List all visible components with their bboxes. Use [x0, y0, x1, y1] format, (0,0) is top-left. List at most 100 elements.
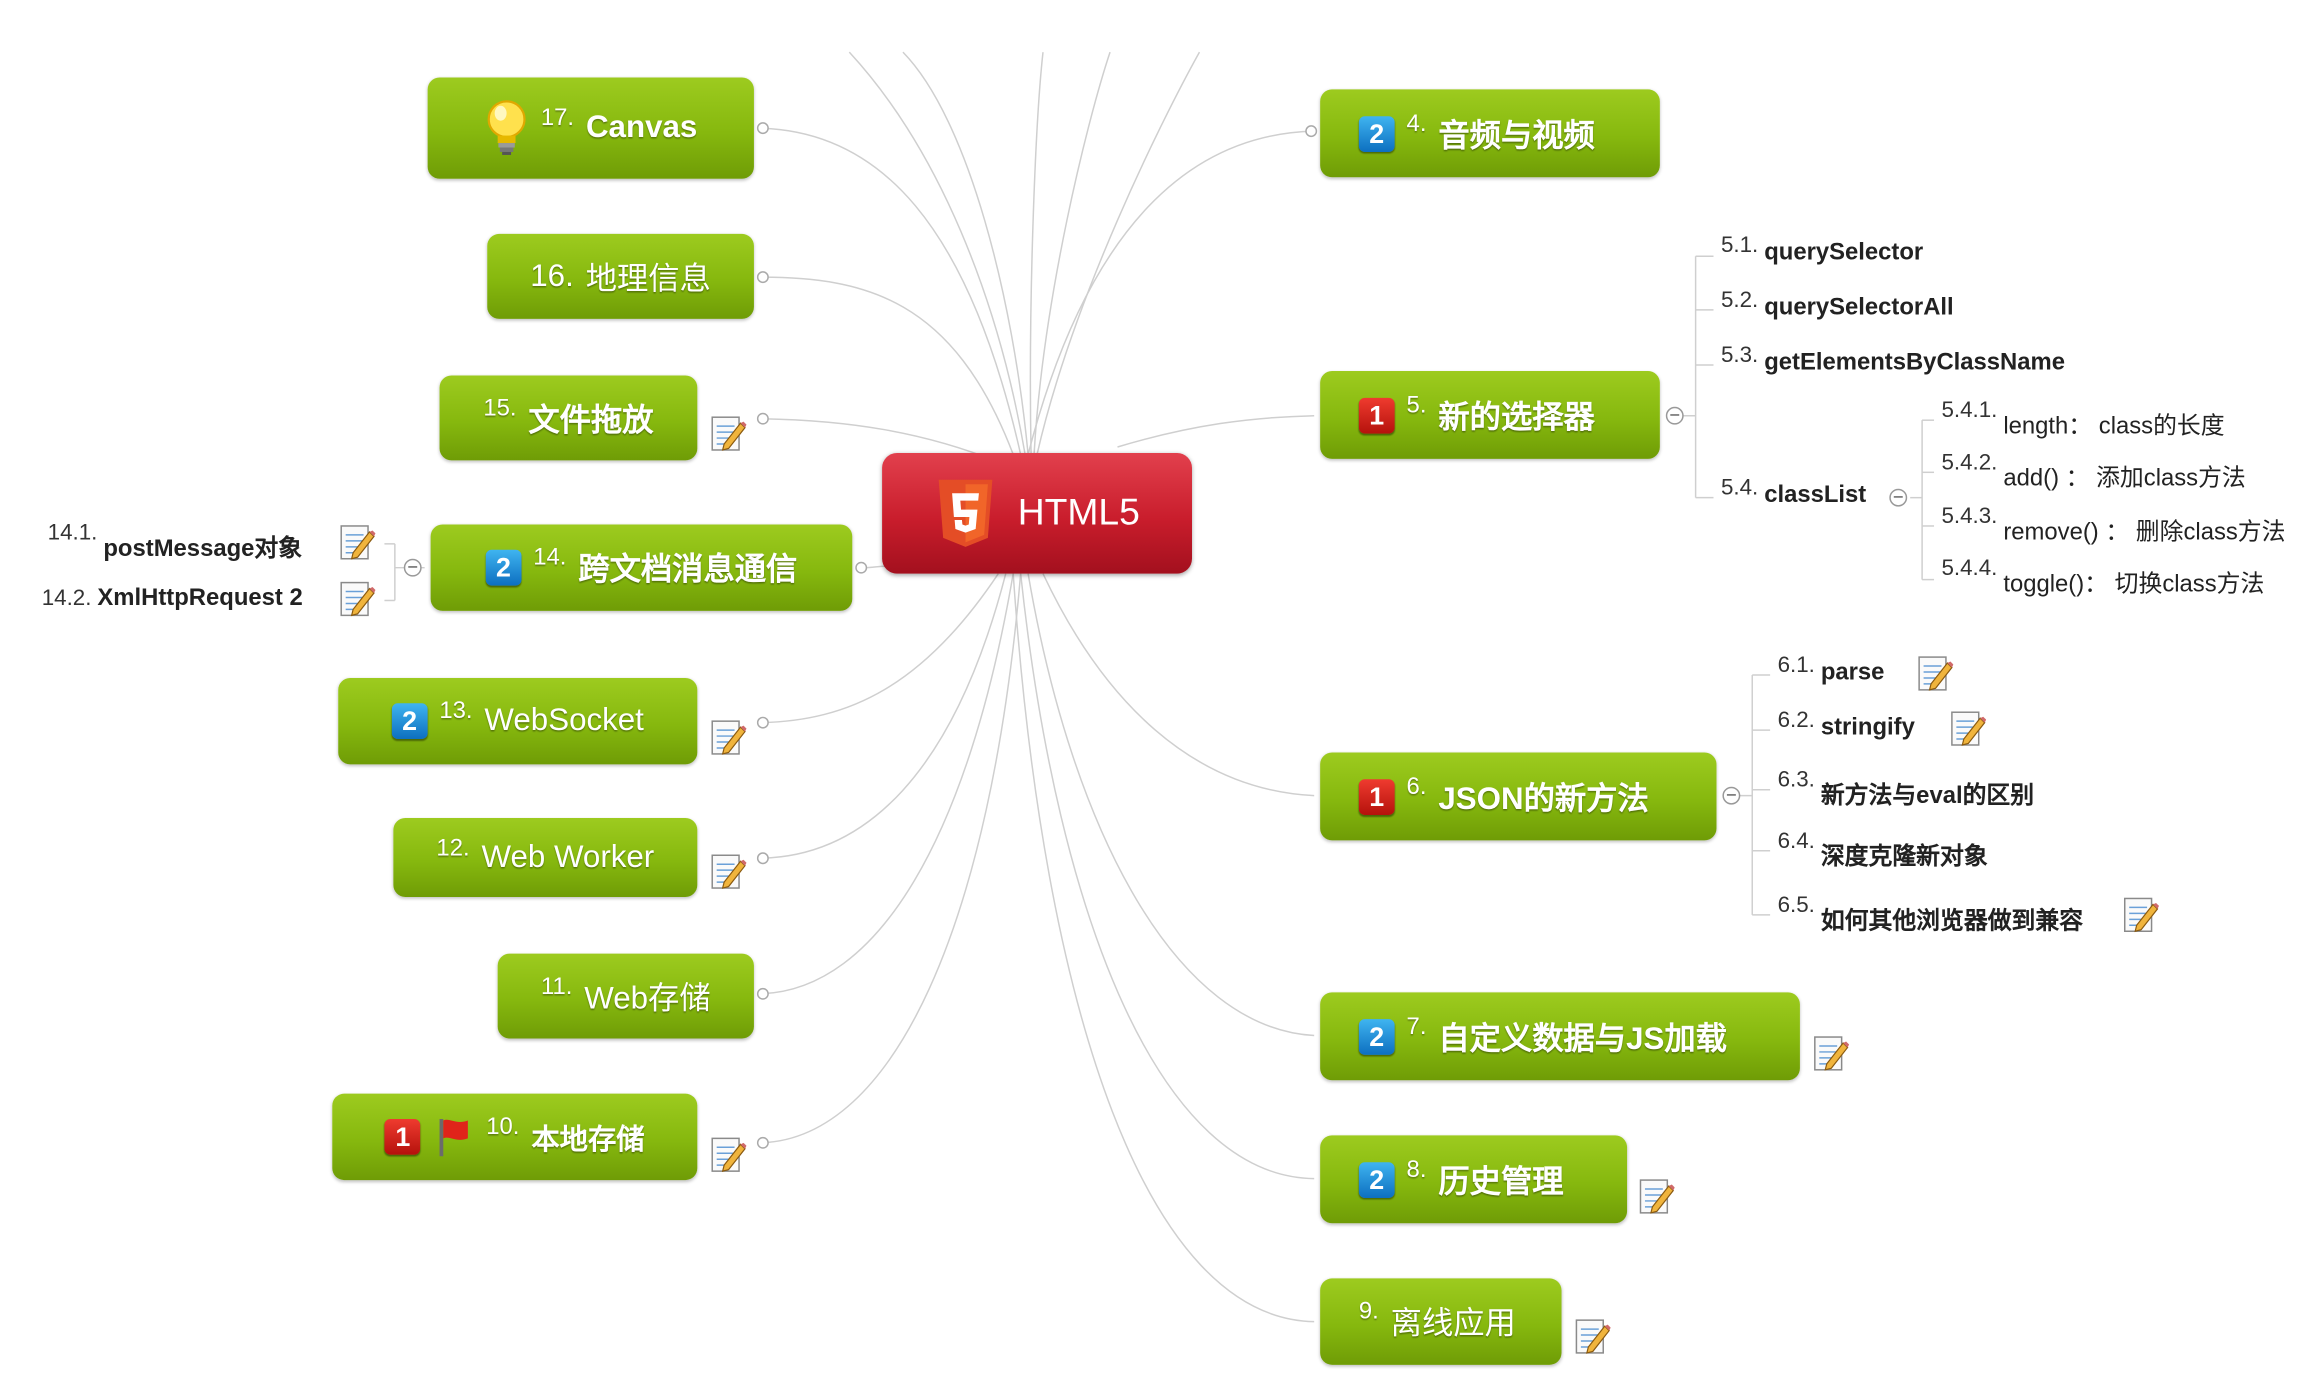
subtopic-number: 6.3.: [1777, 767, 1815, 793]
subtopic-number: 5.1.: [1720, 232, 1759, 258]
expand-handle[interactable]: [855, 561, 868, 574]
subtopic-5-4[interactable]: 5.4. classList: [1721, 475, 1867, 510]
note-icon[interactable]: [1950, 709, 1987, 746]
topic-7[interactable]: 2 7. 自定义数据与JS加载: [1320, 992, 1800, 1081]
subtopic-number: 6.5.: [1777, 892, 1815, 918]
collapse-toggle-classlist[interactable]: [1889, 488, 1908, 507]
topic-label: Web存储: [584, 981, 711, 1016]
topic-13[interactable]: 2 13. WebSocket: [338, 677, 698, 765]
topic-number: 7.: [1406, 1013, 1427, 1040]
expand-handle[interactable]: [756, 412, 769, 425]
topic-label: Web Worker: [481, 839, 655, 874]
subtopic-6-2[interactable]: 6.2. stringify: [1778, 708, 1915, 742]
topic-number: 16.: [530, 258, 574, 293]
topic-number: 6.: [1406, 774, 1427, 800]
topic-label: 跨文档消息通信: [578, 552, 798, 588]
topic-number: 17.: [540, 105, 575, 132]
collapse-toggle-topic-14[interactable]: [403, 558, 422, 577]
subtopic-label: add() ： 添加class方法: [2003, 466, 2246, 492]
subtopic-label: classList: [1764, 482, 1867, 509]
subtopic-5-4-1[interactable]: 5.4.1. length： class的长度: [1941, 398, 2224, 441]
subtopic-5-4-2[interactable]: 5.4.2. add() ： 添加class方法: [1941, 450, 2246, 493]
subtopic-6-4[interactable]: 6.4. 深度克隆新对象: [1778, 828, 1988, 872]
subtopic-number: 6.2.: [1777, 707, 1815, 734]
expand-handle[interactable]: [756, 271, 769, 284]
topic-number: 12.: [436, 835, 470, 861]
note-icon[interactable]: [2123, 895, 2160, 933]
subtopic-6-5[interactable]: 6.5. 如何其他浏览器做到兼容: [1778, 893, 2084, 936]
subtopic-label: remove() ： 删除class方法: [2003, 520, 2286, 546]
subtopic-6-3[interactable]: 6.3. 新方法与eval的区别: [1778, 767, 2035, 811]
subtopic-14-1[interactable]: 14.1. postMessage对象: [48, 520, 302, 563]
topic-6[interactable]: 1 6. JSON的新方法: [1320, 752, 1717, 841]
note-icon[interactable]: [711, 852, 747, 889]
subtopic-number: 6.4.: [1777, 828, 1815, 854]
subtopic-6-1[interactable]: 6.1. parse: [1778, 653, 1885, 687]
subtopic-label: 深度克隆新对象: [1820, 844, 1988, 871]
subtopic-label: parse: [1820, 660, 1885, 686]
subtopic-14-2[interactable]: 14.2. XmlHttpRequest 2: [42, 586, 303, 613]
expand-handle[interactable]: [756, 1136, 769, 1149]
subtopic-5-2[interactable]: 5.2. querySelectorAll: [1721, 288, 1954, 322]
subtopic-5-4-3[interactable]: 5.4.3. remove() ： 删除class方法: [1941, 504, 2286, 547]
topic-9[interactable]: 9. 离线应用: [1320, 1278, 1562, 1365]
priority-1-icon: 1: [1358, 778, 1395, 815]
note-icon[interactable]: [711, 718, 747, 755]
topic-4[interactable]: 2 4. 音频与视频: [1320, 89, 1660, 178]
note-icon[interactable]: [1918, 654, 1954, 691]
subtopic-label: getElementsByClassName: [1764, 350, 2066, 376]
topic-10[interactable]: 1 10. 本地存储: [332, 1093, 698, 1181]
expand-handle[interactable]: [756, 716, 769, 729]
central-topic-html5[interactable]: HTML5: [882, 452, 1192, 574]
topic-5[interactable]: 1 5. 新的选择器: [1320, 371, 1660, 459]
topic-label: 本地存储: [531, 1124, 645, 1156]
note-icon[interactable]: [711, 1135, 747, 1172]
subtopic-number: 14.1.: [47, 520, 98, 546]
topic-label: 地理信息: [585, 261, 711, 296]
topic-number: 14.: [533, 545, 567, 571]
subtopic-label: stringify: [1820, 715, 1915, 741]
subtopic-number: 5.2.: [1720, 287, 1759, 313]
subtopic-5-3[interactable]: 5.3. getElementsByClassName: [1721, 343, 2066, 377]
subtopic-label: 如何其他浏览器做到兼容: [1820, 908, 2084, 935]
topic-12[interactable]: 12. Web Worker: [393, 818, 698, 897]
priority-2-icon: 2: [1358, 1161, 1395, 1198]
expand-handle[interactable]: [756, 852, 769, 865]
note-icon[interactable]: [340, 580, 376, 617]
collapse-toggle-topic-5[interactable]: [1665, 406, 1684, 425]
subtopic-5-4-4[interactable]: 5.4.4. toggle()： 切换class方法: [1941, 556, 2264, 599]
subtopic-number: 5.4.: [1720, 475, 1759, 501]
note-icon[interactable]: [711, 414, 747, 451]
topic-16[interactable]: 16. 地理信息: [487, 233, 754, 319]
lightbulb-icon: [487, 100, 526, 155]
topic-15[interactable]: 15. 文件拖放: [439, 375, 698, 461]
expand-handle[interactable]: [1305, 125, 1318, 138]
note-icon[interactable]: [1575, 1317, 1611, 1354]
topic-8[interactable]: 2 8. 历史管理: [1320, 1135, 1628, 1224]
topic-11[interactable]: 11. Web存储: [497, 953, 754, 1039]
topic-label: 历史管理: [1438, 1164, 1564, 1199]
note-icon[interactable]: [1639, 1177, 1675, 1214]
subtopic-5-1[interactable]: 5.1. querySelector: [1721, 232, 1924, 267]
priority-1-icon: 1: [384, 1118, 421, 1155]
expand-handle[interactable]: [756, 122, 769, 135]
red-flag-icon: [440, 1118, 469, 1157]
topic-number: 15.: [483, 395, 517, 421]
subtopic-number: 14.2.: [41, 585, 92, 611]
subtopic-number: 5.3.: [1720, 342, 1759, 369]
topic-number: 11.: [540, 973, 573, 1000]
subtopic-label: 新方法与eval的区别: [1820, 783, 2035, 810]
collapse-toggle-topic-6[interactable]: [1722, 786, 1741, 805]
subtopic-label: querySelector: [1764, 239, 1924, 266]
topic-number: 10.: [486, 1114, 520, 1140]
note-icon[interactable]: [340, 523, 376, 560]
note-icon[interactable]: [1813, 1034, 1850, 1071]
priority-2-icon: 2: [485, 549, 522, 586]
subtopic-number: 5.4.2.: [1941, 449, 1998, 476]
expand-handle[interactable]: [756, 987, 769, 1000]
topic-17[interactable]: 17. Canvas: [427, 77, 754, 179]
topic-14[interactable]: 2 14. 跨文档消息通信: [430, 524, 853, 611]
topic-label: Canvas: [585, 110, 698, 145]
